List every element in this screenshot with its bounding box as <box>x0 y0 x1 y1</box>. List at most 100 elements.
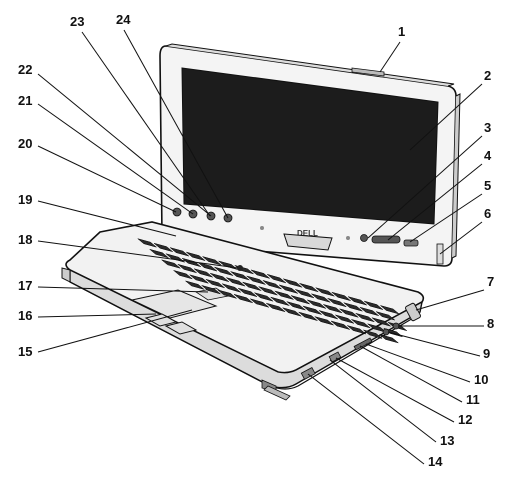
keyboard-key <box>331 291 351 301</box>
callout-leader-23 <box>81 31 211 217</box>
keyboard-key <box>169 247 190 257</box>
keyboard-key <box>314 316 334 326</box>
callout-number-10: 10 <box>474 372 488 387</box>
callout-number-17: 17 <box>18 278 32 293</box>
keyboard-key <box>295 289 315 299</box>
keyboard-key <box>327 298 347 308</box>
keyboard-key <box>267 274 287 284</box>
bezel-button <box>360 234 368 242</box>
scroll-control <box>371 235 401 244</box>
callout-leader-4 <box>387 163 483 241</box>
callout-leader-9 <box>387 331 481 357</box>
callout-leader-24 <box>123 29 229 219</box>
callout-leader-7 <box>415 289 485 311</box>
keyboard-key <box>351 319 371 329</box>
keyboard-key <box>242 281 262 291</box>
keyboard-key <box>238 287 258 297</box>
display-assembly: DELL <box>159 43 461 267</box>
callout-leader-2 <box>409 83 483 151</box>
keyboard-key <box>226 277 246 287</box>
keyboard-key <box>189 274 209 284</box>
callout-leader-1 <box>379 41 401 73</box>
keyboard-key <box>214 266 234 276</box>
keyboard-key <box>347 296 367 306</box>
keyboard-key <box>330 320 350 330</box>
keyboard-key <box>230 271 250 281</box>
keyboard-key <box>347 325 367 335</box>
keyboard-key <box>286 301 306 311</box>
keyboard-key <box>193 268 213 278</box>
keyboard-key <box>221 283 241 293</box>
callout-number-3: 3 <box>484 120 491 135</box>
callout-number-12: 12 <box>458 412 472 427</box>
brand-logo: DELL <box>297 229 318 238</box>
callout-number-16: 16 <box>18 308 32 323</box>
keyboard-key <box>185 280 205 290</box>
touchpad-left-button <box>144 313 178 327</box>
keyboard-key <box>371 317 391 327</box>
callout-number-20: 20 <box>18 136 32 151</box>
keyboard-key <box>315 287 335 297</box>
callout-leader-5 <box>409 193 483 243</box>
keyboard-key <box>246 275 266 285</box>
keyboard-key <box>210 272 230 282</box>
callout-number-22: 22 <box>18 62 32 77</box>
keyboard-key <box>153 242 173 252</box>
track-stick <box>237 265 243 271</box>
keyboard-key <box>186 251 206 261</box>
keyboard-key <box>339 308 359 318</box>
rotate-button <box>403 239 419 247</box>
touchpad-right-button <box>164 321 198 335</box>
keyboard-key <box>198 262 218 272</box>
bezel-sensor <box>346 236 350 240</box>
callout-leader-21 <box>37 103 194 215</box>
callout-number-1: 1 <box>398 24 405 39</box>
callout-number-5: 5 <box>484 178 491 193</box>
keyboard-key <box>278 284 298 294</box>
display-screen <box>181 67 439 225</box>
callout-number-6: 6 <box>484 206 491 221</box>
callout-leaders <box>37 29 485 465</box>
keyboard-key <box>343 302 363 312</box>
keyboard-key <box>379 334 399 344</box>
display-latch <box>351 67 385 77</box>
keyboard-key <box>173 270 193 280</box>
keyboard-key <box>250 298 270 308</box>
keyboard-key <box>355 313 375 323</box>
callout-number-7: 7 <box>487 274 494 289</box>
callout-number-8: 8 <box>487 316 494 331</box>
keyboard-key <box>380 305 400 315</box>
keyboard-key <box>254 292 274 302</box>
callout-leader-14 <box>307 373 425 465</box>
keyboard-key <box>177 264 197 274</box>
swivel-hinge <box>283 233 333 251</box>
keyboard-key <box>363 329 383 339</box>
keyboard-key <box>302 305 322 315</box>
keyboard-key <box>202 256 222 266</box>
callout-number-11: 11 <box>466 392 480 407</box>
touchpad <box>130 289 218 319</box>
callout-number-23: 23 <box>70 14 84 29</box>
keyboard-key <box>250 269 270 279</box>
network-port <box>300 366 316 380</box>
callout-leader-3 <box>367 135 483 239</box>
callout-number-13: 13 <box>440 433 454 448</box>
keyboard-key <box>307 299 327 309</box>
keyboard-key <box>299 283 319 293</box>
callout-number-4: 4 <box>484 148 492 163</box>
keyboard-key <box>205 279 225 289</box>
keyboard-key <box>290 295 310 305</box>
callout-number-14: 14 <box>428 454 443 469</box>
keyboard-key <box>359 306 379 316</box>
keyboard-key <box>217 289 237 299</box>
callout-number-24: 24 <box>116 12 131 27</box>
keyboard-key <box>375 311 395 321</box>
callout-leader-16 <box>37 313 157 318</box>
keyboard-key <box>335 314 355 324</box>
keyboard-key <box>283 278 303 288</box>
bezel-sensor <box>260 226 264 230</box>
keyboard-key <box>233 294 253 304</box>
callout-leader-10 <box>365 343 471 383</box>
